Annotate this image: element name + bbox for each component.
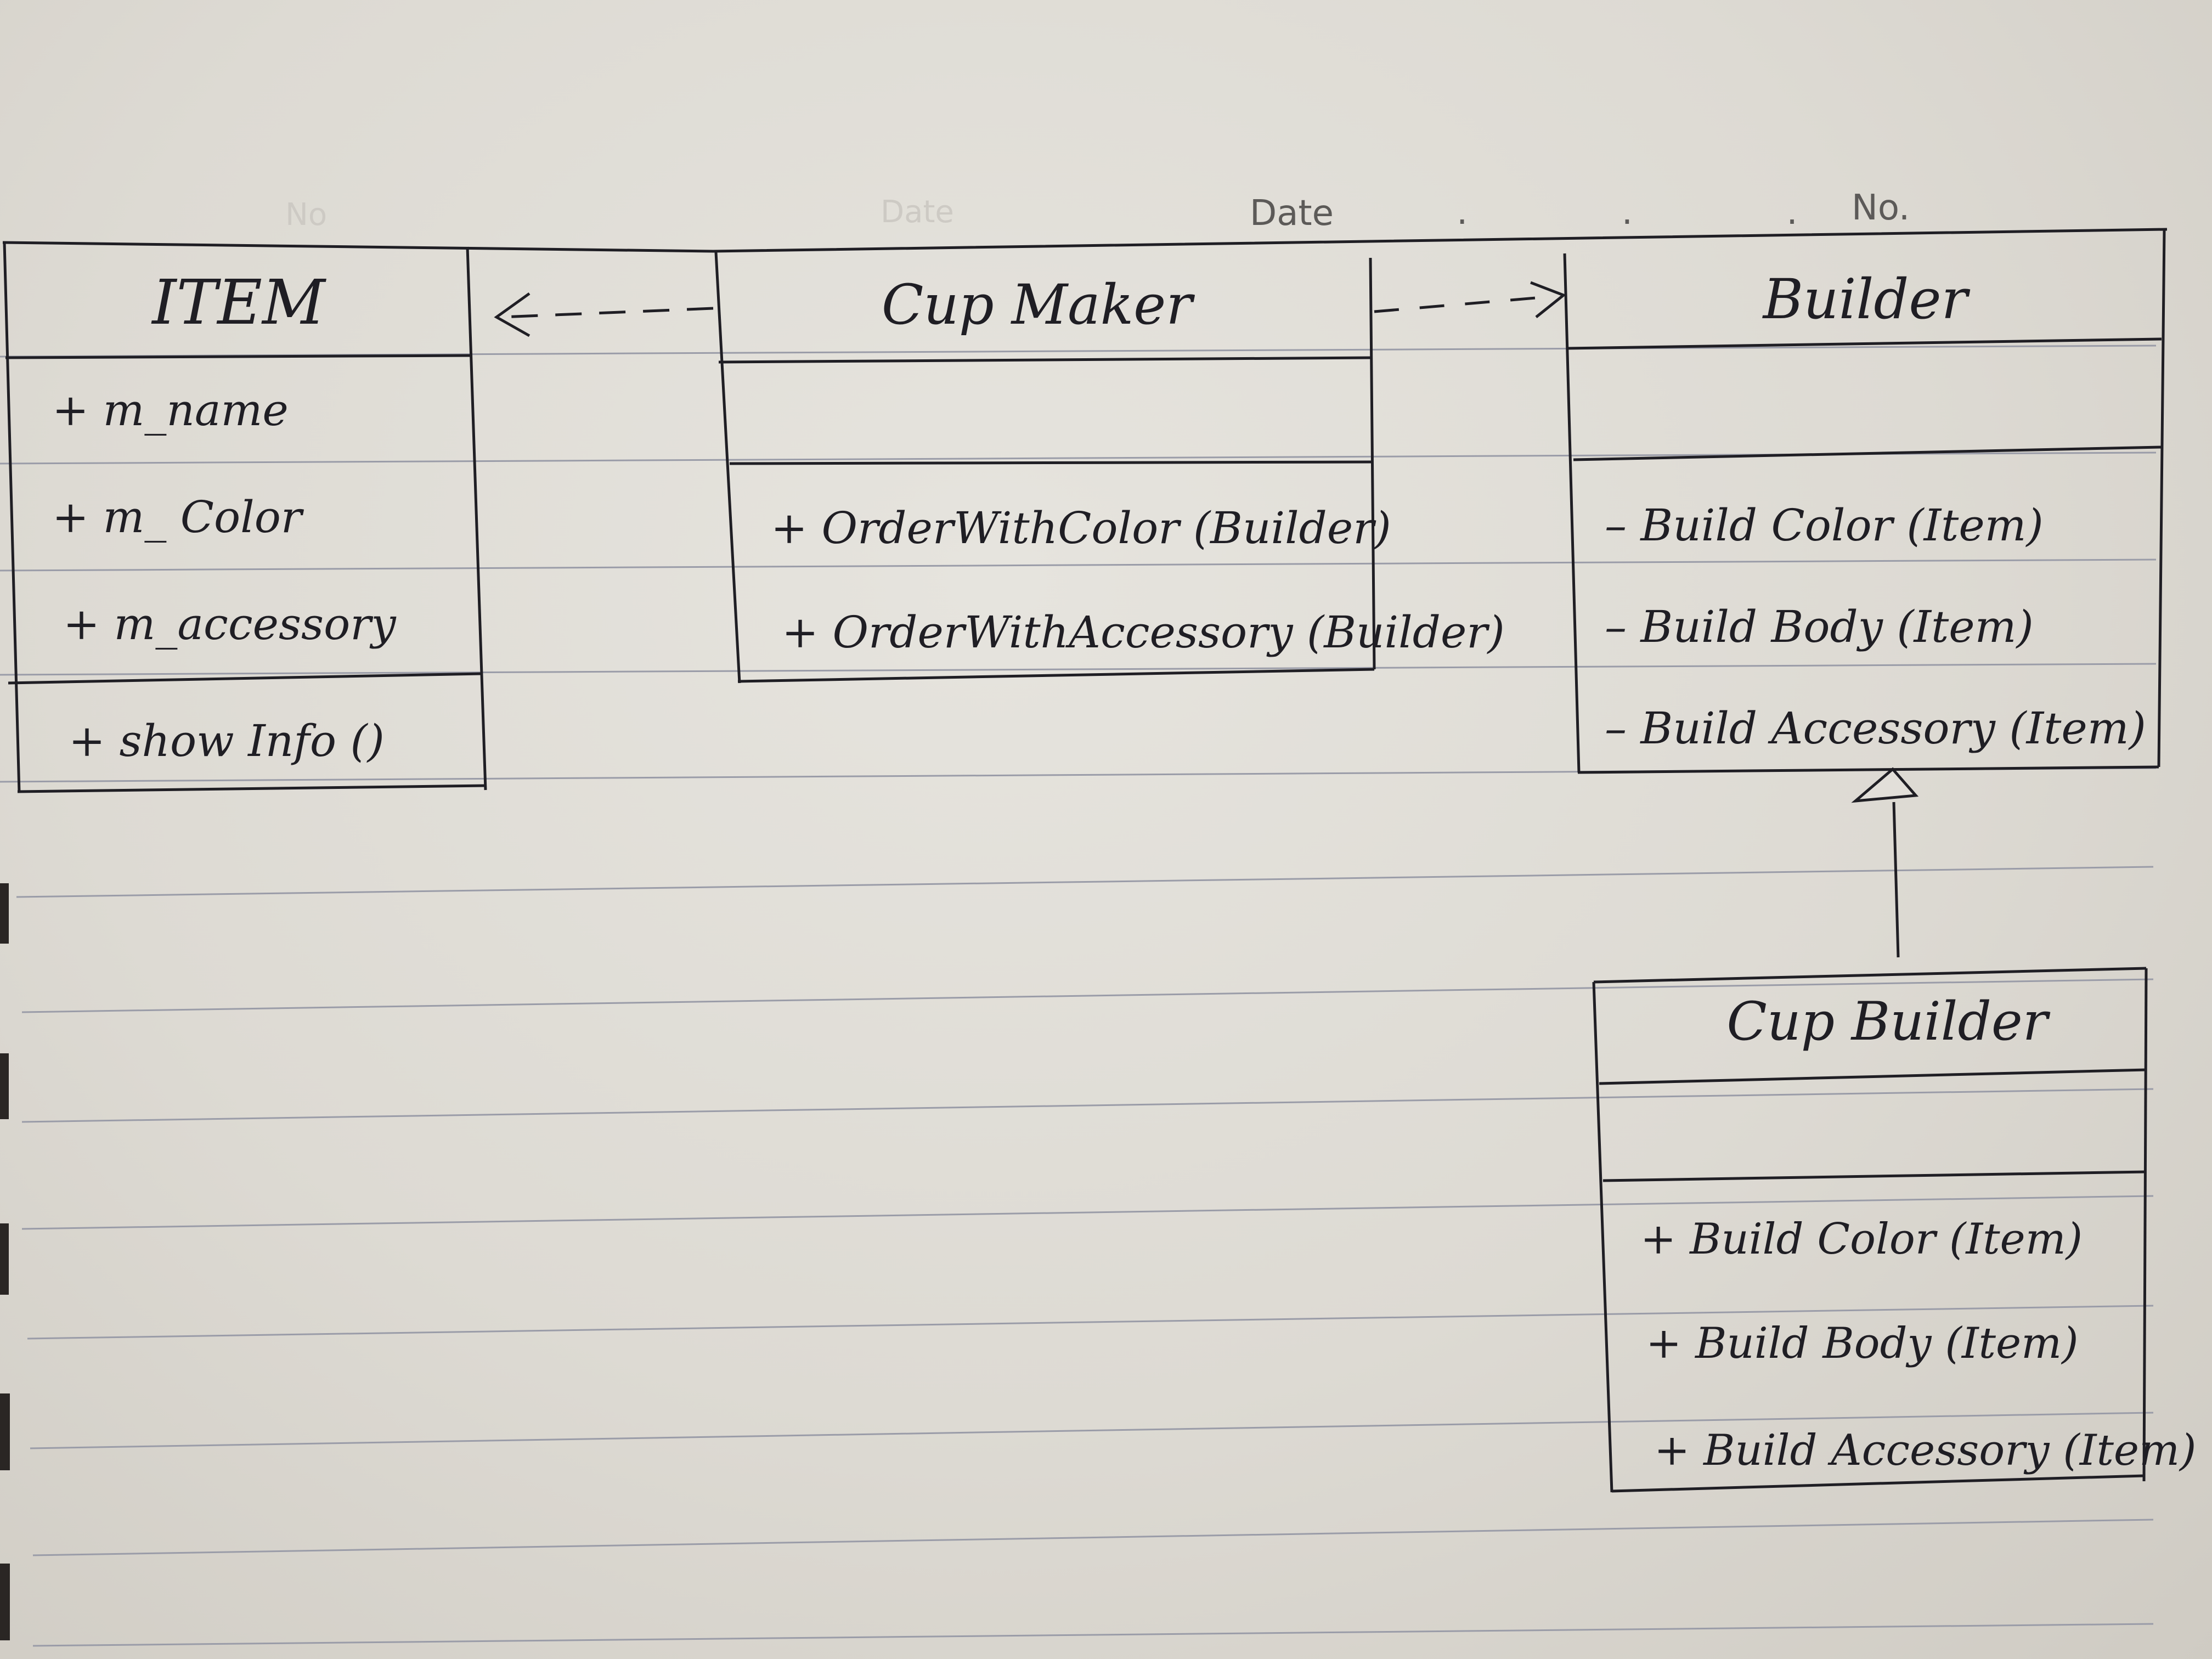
class-item: [3, 242, 487, 793]
binding-hole: [0, 883, 9, 944]
header-rule-line: [2, 228, 2168, 253]
dependency-arrow-cupmaker-to-item: [494, 292, 714, 337]
class-cup-builder-name-divider: [1599, 1068, 2147, 1085]
class-builder-attr-divider: [1573, 445, 2162, 461]
date-label: Date: [1250, 193, 1334, 234]
class-builder-operation: – Build Body (Item): [1605, 601, 2034, 652]
class-builder-operation: – Build Color (Item): [1605, 500, 2044, 551]
class-cup-maker-right-border: [1369, 257, 1376, 670]
class-item-section-divider: [8, 672, 482, 685]
ruled-line: [0, 663, 2157, 676]
ruled-line: [0, 558, 2157, 572]
class-builder-bottom-border: [1577, 765, 2159, 774]
class-cup-builder-right-border: [2142, 968, 2148, 1482]
binding-hole: [0, 1393, 10, 1470]
show-through-no: No: [285, 197, 327, 233]
class-item-attribute: + m_name: [52, 385, 289, 436]
dependency-arrow-head: [1530, 281, 1566, 318]
class-cup-builder: [1592, 967, 2148, 1493]
ruled-lines: [0, 345, 2157, 1647]
class-builder-name-divider: [1566, 337, 2162, 350]
class-item-left-border: [3, 242, 21, 793]
class-item-operation: + show Info (): [69, 715, 385, 766]
class-item-attribute: + m_accessory: [63, 599, 397, 650]
class-item-bottom-border: [17, 784, 486, 793]
class-cup-builder-name: Cup Builder: [1726, 991, 2050, 1052]
class-cup-maker-attr-divider: [729, 460, 1372, 465]
generalization-arrow-shaft: [1892, 802, 1900, 958]
binding-hole: [0, 1223, 9, 1295]
class-cup-maker-operation: + OrderWithAccessory (Builder): [782, 607, 1505, 658]
class-cup-maker-name-divider: [718, 356, 1372, 364]
ruled-line: [21, 1195, 2154, 1230]
class-builder-operation: – Build Accessory (Item): [1605, 703, 2146, 754]
class-cup-builder-operation: + Build Body (Item): [1646, 1319, 2079, 1368]
ruled-line: [32, 1519, 2154, 1556]
binding-hole: [0, 1564, 10, 1640]
ruled-line: [27, 1305, 2154, 1340]
class-cup-builder-bottom-border: [1611, 1474, 2145, 1493]
class-cup-maker-operation: + OrderWithColor (Builder): [771, 503, 1391, 554]
dependency-arrow-shaft: [1374, 295, 1556, 313]
no-label: No.: [1852, 188, 1910, 228]
show-through-date: Date: [881, 194, 954, 230]
class-cup-maker-bottom-border: [737, 668, 1375, 683]
dependency-arrow-cupmaker-to-builder: [1374, 281, 1566, 318]
ruled-line: [30, 1412, 2154, 1449]
class-cup-builder-left-border: [1592, 981, 1613, 1493]
class-item-right-border: [466, 246, 487, 791]
dependency-arrow-shaft: [501, 307, 714, 319]
class-cup-maker: [714, 252, 1376, 684]
dependency-arrow-head: [494, 292, 531, 337]
paper-header: No Date Date . . . No.: [285, 188, 1910, 234]
class-item-name-divider: [5, 354, 472, 359]
class-cup-builder-attr-divider: [1602, 1170, 2147, 1182]
class-cup-maker-name: Cup Maker: [882, 273, 1195, 337]
ruled-line: [21, 978, 2154, 1013]
class-builder-name: Builder: [1762, 267, 1971, 331]
class-cup-builder-top-border: [1593, 967, 2147, 984]
binding-hole: [0, 1053, 9, 1119]
spiral-binding: [0, 883, 10, 1640]
class-item-name: ITEM: [151, 267, 326, 338]
class-builder-left-border: [1563, 253, 1581, 773]
class-builder-right-border: [2157, 230, 2166, 768]
generalization-arrow-cupbuilder-to-builder: [1851, 767, 1919, 958]
class-item-attribute: + m_ Color: [52, 492, 304, 543]
generalization-arrow-head: [1851, 767, 1919, 803]
class-cup-maker-left-border: [714, 252, 741, 684]
class-builder: [1563, 230, 2166, 774]
ruled-line: [16, 866, 2154, 898]
ruled-line: [21, 1088, 2154, 1123]
class-cup-builder-operation: + Build Color (Item): [1640, 1215, 2083, 1264]
ruled-line: [32, 1623, 2154, 1647]
class-cup-builder-operation: + Build Accessory (Item): [1654, 1426, 2196, 1475]
date-dots: . . .: [1457, 192, 1869, 233]
